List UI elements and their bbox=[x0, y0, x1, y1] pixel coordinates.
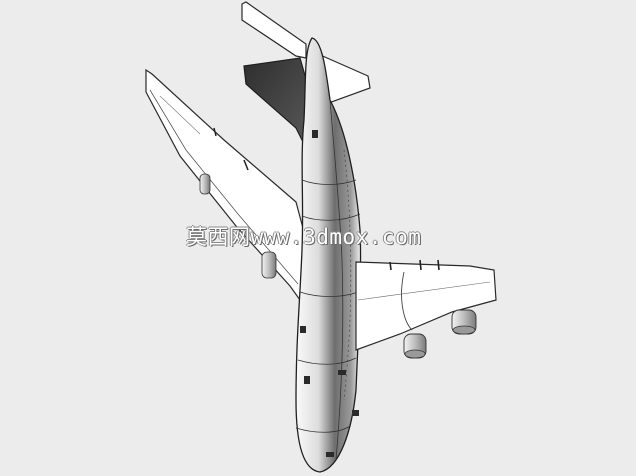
vertical-fin bbox=[243, 57, 313, 151]
left-engine-inner bbox=[261, 251, 277, 279]
left-wing bbox=[145, 68, 305, 302]
right-wing bbox=[355, 259, 497, 359]
fuselage bbox=[295, 37, 362, 473]
right-engine-outer bbox=[451, 309, 477, 335]
watermark-text: 莫西网www.3dmox.com bbox=[186, 225, 422, 249]
right-engine-inner bbox=[403, 333, 427, 359]
left-engine-outer bbox=[199, 173, 211, 195]
